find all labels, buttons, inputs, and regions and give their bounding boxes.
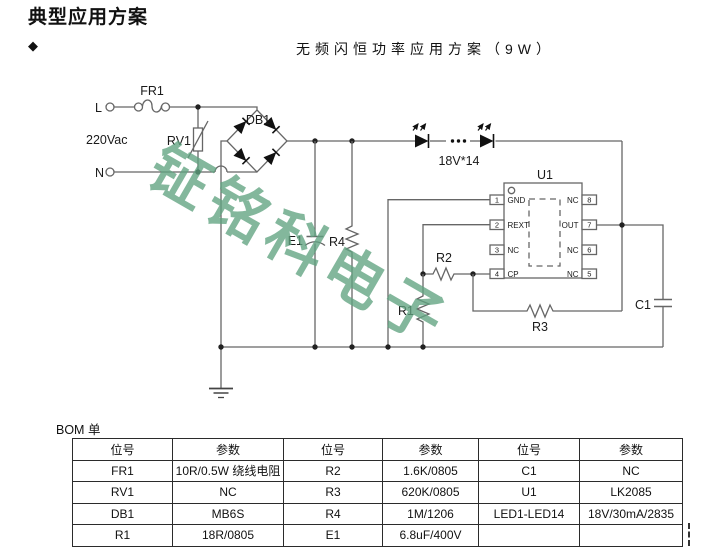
r2-label: R2: [436, 251, 452, 265]
junction-dot: [195, 169, 201, 175]
r3-label: R3: [532, 320, 548, 334]
bom-cell: C1: [478, 459, 580, 482]
bom-header-row: 位号 参数 位号 参数 位号 参数: [72, 438, 683, 461]
junction-dot: [349, 344, 355, 350]
resistor-r4: [344, 141, 360, 347]
bom-row: DB1 MB6S R4 1M/1206 LED1-LED14 18V/30mA/…: [72, 502, 683, 525]
mains-voltage-label: 220Vac: [86, 133, 127, 147]
bom-header-cell: 位号: [283, 438, 383, 461]
bom-cell: 18V/30mA/2835: [579, 502, 683, 525]
bom-cell: 1M/1206: [382, 502, 479, 525]
u1-pin2-name: REXT: [508, 221, 529, 230]
u1-pin1-number: 1: [495, 196, 499, 205]
resistor-r3: [472, 274, 622, 319]
varistor-rv1: [187, 107, 209, 172]
ic-u1: [489, 182, 598, 280]
bom-cell: 18R/0805: [172, 524, 284, 547]
junction-dot: [218, 344, 224, 350]
u1-pin4-name: CP: [508, 270, 519, 279]
capacitor-c1: [622, 224, 672, 347]
junction-dot: [195, 104, 201, 110]
u1-pin6-number: 6: [587, 246, 591, 255]
dashed-border-artifact: [684, 523, 690, 546]
u1-pin3-name: NC: [508, 246, 520, 255]
figure-caption: 无频闪恒功率应用方案（9W）: [296, 41, 555, 57]
page-title: 典型应用方案: [28, 7, 149, 28]
bridge-rectifier-db1: [220, 109, 288, 347]
gnd-pin-wire: [387, 199, 490, 347]
n-terminal: [105, 165, 257, 177]
u1-pin4-number: 4: [495, 270, 499, 279]
bom-cell: U1: [478, 481, 580, 504]
u1-pin6-name: NC: [567, 246, 579, 255]
bom-cell: R3: [283, 481, 383, 504]
u1-pin1-name: GND: [508, 196, 526, 205]
junction-dot: [619, 222, 625, 228]
u1-pin2-number: 2: [495, 221, 499, 230]
r1-label: R1: [398, 304, 414, 318]
bom-cell: FR1: [72, 459, 173, 482]
e1-label: E1: [288, 234, 303, 248]
n-terminal-label: N: [95, 166, 104, 180]
bom-header-cell: 位号: [478, 438, 580, 461]
rv1-label: RV1: [167, 134, 191, 148]
led-string-label: 18V*14: [438, 154, 479, 168]
bom-cell: RV1: [72, 481, 173, 504]
u1-pin8-number: 8: [587, 196, 591, 205]
l-terminal: [105, 102, 135, 112]
bom-cell: MB6S: [172, 502, 284, 525]
bom-row: R1 18R/0805 E1 6.8uF/400V: [72, 524, 683, 547]
bom-cell: 1.6K/0805: [382, 459, 479, 482]
resistor-r2: [423, 266, 490, 282]
bom-cell: NC: [579, 459, 683, 482]
bom-cell: [478, 524, 580, 547]
bom-cell: [579, 524, 683, 547]
junction-dot: [420, 344, 426, 350]
bom-cell: LED1-LED14: [478, 502, 580, 525]
bom-header-cell: 位号: [72, 438, 173, 461]
bom-row: FR1 10R/0.5W 绕线电阻 R2 1.6K/0805 C1 NC: [72, 459, 683, 482]
bom-header-cell: 参数: [382, 438, 479, 461]
u1-pin7-name: OUT: [562, 221, 579, 230]
u1-pin5-number: 5: [587, 270, 591, 279]
junction-dot: [385, 344, 391, 350]
bom-cell: 620K/0805: [382, 481, 479, 504]
u1-pin8-name: NC: [567, 196, 579, 205]
bom-table: 位号 参数 位号 参数 位号 参数 FR1 10R/0.5W 绕线电阻 R2 1…: [72, 438, 683, 547]
rext-pin-wire: [422, 224, 490, 274]
bom-cell: E1: [283, 524, 383, 547]
bom-cell: DB1: [72, 502, 173, 525]
u1-pin7-number: 7: [587, 221, 591, 230]
u1-label: U1: [537, 168, 553, 182]
l-terminal-label: L: [95, 101, 102, 115]
bom-cell: R4: [283, 502, 383, 525]
db1-label: DB1: [246, 113, 270, 127]
bom-header-cell: 参数: [172, 438, 284, 461]
bom-header-cell: 参数: [579, 438, 683, 461]
u1-pin3-number: 3: [495, 246, 499, 255]
led-string: [412, 123, 622, 148]
fr1-label: FR1: [140, 84, 164, 98]
bom-cell: R1: [72, 524, 173, 547]
ground-symbol: [209, 347, 233, 399]
resistor-r1: [415, 274, 431, 347]
bom-cell: LK2085: [579, 481, 683, 504]
bom-cell: NC: [172, 481, 284, 504]
capacitor-e1: [304, 141, 326, 347]
bom-row: RV1 NC R3 620K/0805 U1 LK2085: [72, 481, 683, 504]
diamond-bullet-icon: ◆: [28, 38, 38, 53]
u1-pin5-name: NC: [567, 270, 579, 279]
bom-cell: R2: [283, 459, 383, 482]
bom-cell: 10R/0.5W 绕线电阻: [172, 459, 284, 482]
c1-label: C1: [635, 298, 651, 312]
bom-cell: 6.8uF/400V: [382, 524, 479, 547]
r4-label: R4: [329, 235, 345, 249]
junction-dot: [312, 344, 318, 350]
bom-list-label: BOM 单: [56, 423, 101, 437]
